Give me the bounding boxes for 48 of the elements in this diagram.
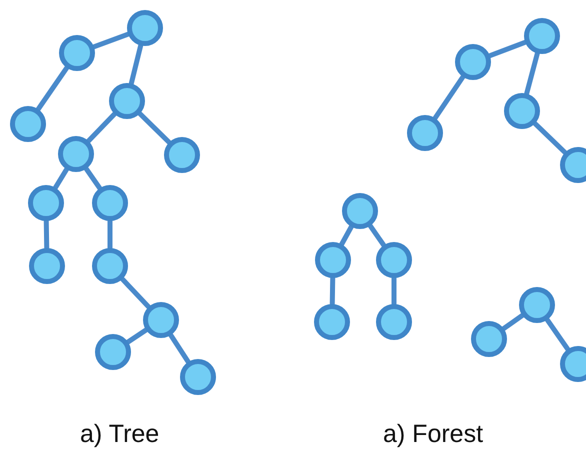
circle-node xyxy=(376,242,412,278)
circle-node xyxy=(519,287,555,323)
circle-node xyxy=(180,359,216,395)
connector-line xyxy=(84,166,102,191)
circle-node xyxy=(143,302,179,338)
circle-node xyxy=(504,93,540,129)
connector-line xyxy=(128,42,144,86)
circle-node xyxy=(314,304,350,340)
circle-node xyxy=(29,248,65,284)
connector-line xyxy=(86,111,118,144)
connector-line xyxy=(544,317,570,352)
circle-node xyxy=(58,136,94,172)
circle-node xyxy=(28,185,64,221)
circle-node xyxy=(95,334,131,370)
circle-node xyxy=(342,193,378,229)
connector-line xyxy=(52,166,70,190)
connector-line xyxy=(120,276,152,310)
circle-node xyxy=(524,18,560,54)
connector-line xyxy=(137,111,172,145)
connector-line xyxy=(368,223,386,248)
connector-line xyxy=(392,276,396,306)
connector-line xyxy=(168,332,191,364)
caption-text: a) Tree xyxy=(80,420,160,449)
connector-line xyxy=(487,40,528,58)
connector-line xyxy=(432,74,466,121)
circle-node xyxy=(59,35,95,71)
circle-node xyxy=(109,83,145,119)
circle-node xyxy=(127,10,163,46)
circle-node xyxy=(455,44,491,80)
circle-node xyxy=(10,106,46,142)
circle-node xyxy=(471,321,507,357)
connector-line xyxy=(91,32,131,50)
connector-line xyxy=(524,50,540,96)
circle-node xyxy=(164,137,200,173)
connector-line xyxy=(339,224,354,247)
circle-node xyxy=(407,115,443,151)
connector-line xyxy=(36,65,70,112)
connector-line xyxy=(108,218,112,250)
connector-line xyxy=(330,276,336,306)
circle-node xyxy=(376,304,412,340)
circle-node xyxy=(92,248,128,284)
connector-line xyxy=(44,218,50,250)
circle-node xyxy=(315,242,351,278)
caption-text: a) Forest xyxy=(383,420,484,449)
circle-node xyxy=(92,185,128,221)
connector-line xyxy=(532,121,568,155)
connector-line xyxy=(501,312,525,332)
connector-line xyxy=(125,327,149,345)
